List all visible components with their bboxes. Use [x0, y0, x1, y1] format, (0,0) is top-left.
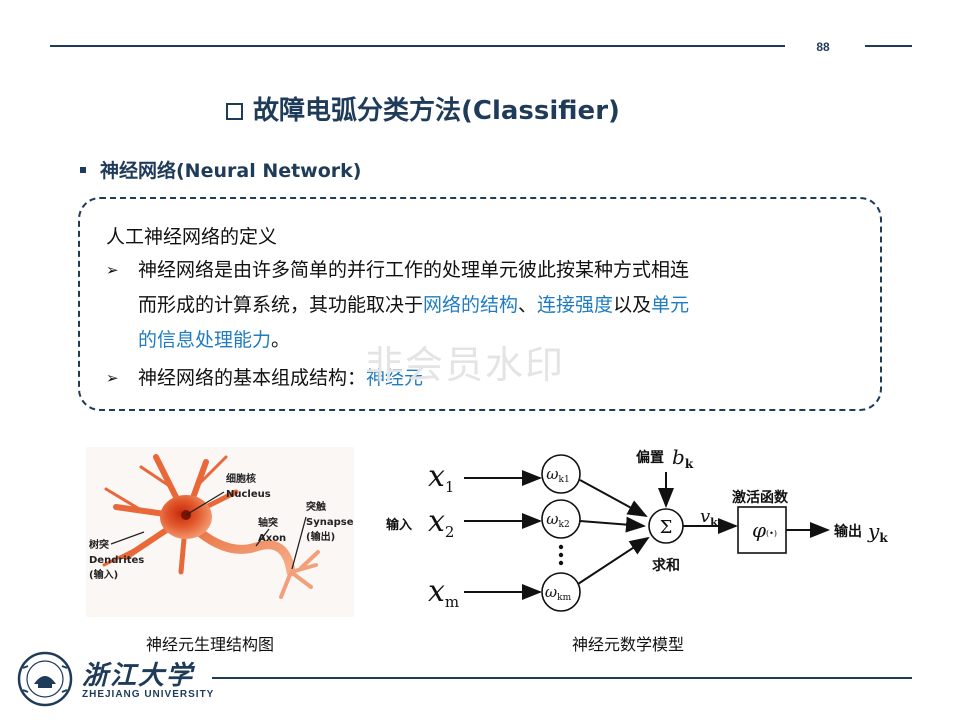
dendrites-label-en: Dendrites	[89, 555, 144, 566]
bias-symbol: bk	[672, 445, 694, 471]
neuron-figure-caption: 神经元生理结构图	[146, 635, 275, 654]
weight-k1: ωk1	[546, 465, 569, 485]
y-symbol: yk	[867, 519, 888, 545]
dendrites-label-cn: 树突	[89, 538, 109, 551]
definition-line-3: 的信息处理能力。	[138, 323, 858, 358]
activation-label: 激活函数	[732, 489, 789, 506]
link-information-processing: 的信息处理能力	[138, 329, 272, 351]
activation-box	[737, 506, 787, 554]
link-connection-strength: 连接强度	[537, 294, 614, 316]
university-name-en: ZHEJIANG UNIVERSITY	[82, 689, 215, 700]
arrow-bullet-icon: ➢	[106, 261, 119, 279]
synapse-label-en: Synapse	[306, 517, 354, 528]
line2-prefix: 而形成的计算系统，其功能取决于	[138, 294, 424, 316]
sum-label: 求和	[652, 557, 680, 574]
synapse-label-cn: 突触	[306, 500, 326, 513]
label-pointer-lines	[110, 491, 307, 570]
item2-prefix: 神经网络的基本组成结构：	[138, 367, 367, 389]
definition-line-1: 神经网络是由许多简单的并行工作的处理单元彼此按某种方式相连	[138, 259, 690, 281]
ellipsis-dots	[558, 544, 564, 566]
definition-item-1-text: 神经网络是由许多简单的并行工作的处理单元彼此按某种方式相连 而形成的计算系统，其…	[138, 253, 858, 358]
page-number: 88	[816, 40, 830, 54]
input-x1: x1	[428, 459, 454, 496]
weight-k2: ωk2	[546, 510, 569, 530]
arrow-bullet-icon: ➢	[106, 369, 119, 387]
axon-label-cn: 轴突	[258, 516, 278, 529]
header-rule-left	[50, 45, 785, 47]
output-label: 输出	[834, 523, 862, 540]
definition-line-2: 而形成的计算系统，其功能取决于网络的结构、连接强度以及单元	[138, 288, 858, 323]
header-rule-right	[865, 45, 912, 47]
neuron-model-diagram: x1 x2 xm 输入 ωk1 ωk2 ωkm 偏置 bk Σ 求和 vk 激活	[386, 445, 888, 612]
line2-mid: 以及	[613, 294, 652, 316]
synapse-terminals	[279, 550, 320, 599]
line2-sep: 、	[518, 294, 538, 316]
university-seal-icon	[17, 651, 73, 707]
link-neuron: 神经元	[366, 367, 424, 389]
footer-rule	[212, 677, 912, 679]
square-bullet-icon	[80, 167, 86, 173]
input-arrows	[464, 470, 542, 600]
input-x2: x2	[428, 504, 454, 541]
neuron-background	[86, 447, 354, 617]
slide-title-text: 故障电弧分类方法(Classifier)	[253, 96, 620, 126]
weight-km: ωkm	[545, 583, 572, 603]
weight-arrows	[577, 479, 650, 585]
phi-symbol: φ(•)	[752, 518, 777, 542]
link-unit: 单元	[651, 294, 690, 316]
neuron-illustration: 细胞核 Nucleus 轴突 Axon 突触 Synapse (输出) 树突 D…	[86, 447, 354, 617]
axon-shape	[186, 520, 296, 577]
nucleus-label-en: Nucleus	[226, 489, 271, 500]
dendrites-label-note: (输入)	[89, 568, 118, 581]
link-network-structure: 网络的结构	[423, 294, 519, 316]
checkbox-bullet-icon	[226, 103, 243, 120]
definition-box	[78, 197, 882, 411]
definition-item-2-text: 神经网络的基本组成结构：神经元	[138, 361, 858, 396]
weight-nodes	[541, 454, 581, 612]
section-heading-text: 神经网络(Neural Network)	[100, 160, 362, 182]
slide-title: 故障电弧分类方法(Classifier)	[226, 90, 620, 127]
watermark: 非会员水印	[365, 343, 566, 387]
input-xm: xm	[428, 574, 459, 611]
bias-label: 偏置	[636, 449, 664, 466]
line3-suffix: 。	[271, 329, 291, 351]
synapse-label-note: (输出)	[306, 530, 335, 543]
section-heading: 神经网络(Neural Network)	[80, 156, 361, 183]
definition-heading: 人工神经网络的定义	[106, 226, 278, 248]
sigma-symbol: Σ	[660, 517, 673, 538]
input-label: 输入	[386, 517, 412, 533]
model-figure-caption: 神经元数学模型	[572, 635, 685, 654]
university-name-cn: 浙江大学	[82, 661, 195, 691]
axon-label-en: Axon	[258, 533, 286, 544]
nucleus-label-cn: 细胞核	[226, 472, 256, 485]
v-symbol: vk	[700, 506, 718, 529]
